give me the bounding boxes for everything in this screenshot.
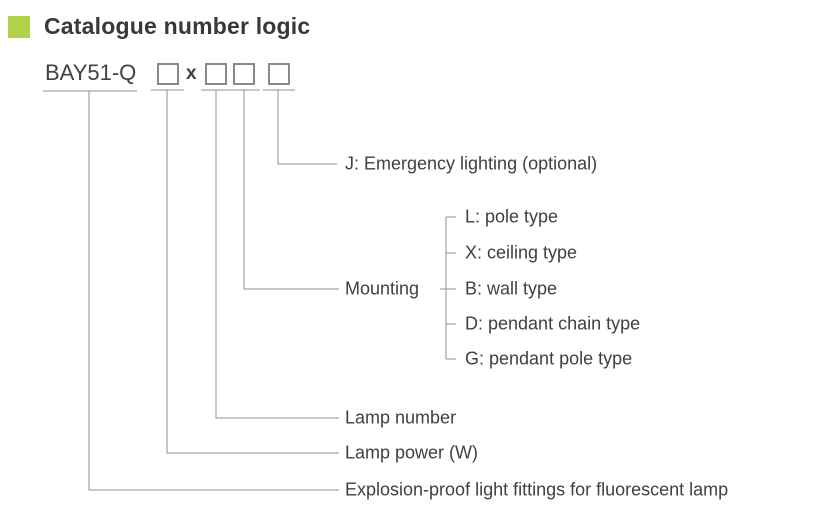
connector-lamp-power <box>151 89 339 454</box>
connector-lamp-number <box>201 89 339 419</box>
code-box-emergency <box>268 63 290 85</box>
connector-mounting <box>229 89 339 290</box>
catalogue-code-prefix: BAY51-Q <box>45 60 137 85</box>
code-box-lamp-number <box>205 63 227 85</box>
code-box-mounting <box>233 63 255 85</box>
mounting-option-ceiling: X: ceiling type <box>465 242 578 263</box>
page-title: Catalogue number logic <box>44 13 311 39</box>
code-separator: x <box>186 63 197 84</box>
label-lamp-power: Lamp power (W) <box>345 442 479 463</box>
label-mounting: Mounting <box>345 278 420 299</box>
accent-square-bullet-icon <box>8 15 30 38</box>
code-box-lamp-power <box>157 63 179 85</box>
section-header: Catalogue number logic <box>8 13 310 40</box>
mounting-options-bracket <box>440 216 456 360</box>
mounting-option-pole: L: pole type <box>465 206 559 227</box>
mounting-option-wall: B: wall type <box>465 278 558 299</box>
connector-product <box>43 90 339 491</box>
label-product-description: Explosion-proof light fittings for fluor… <box>345 479 729 500</box>
mounting-option-pendant-chain: D: pendant chain type <box>465 313 641 334</box>
label-emergency-lighting: J: Emergency lighting (optional) <box>345 153 598 174</box>
mounting-option-pendant-pole: G: pendant pole type <box>465 348 633 369</box>
label-lamp-number: Lamp number <box>345 407 457 428</box>
connector-emergency <box>263 89 337 165</box>
